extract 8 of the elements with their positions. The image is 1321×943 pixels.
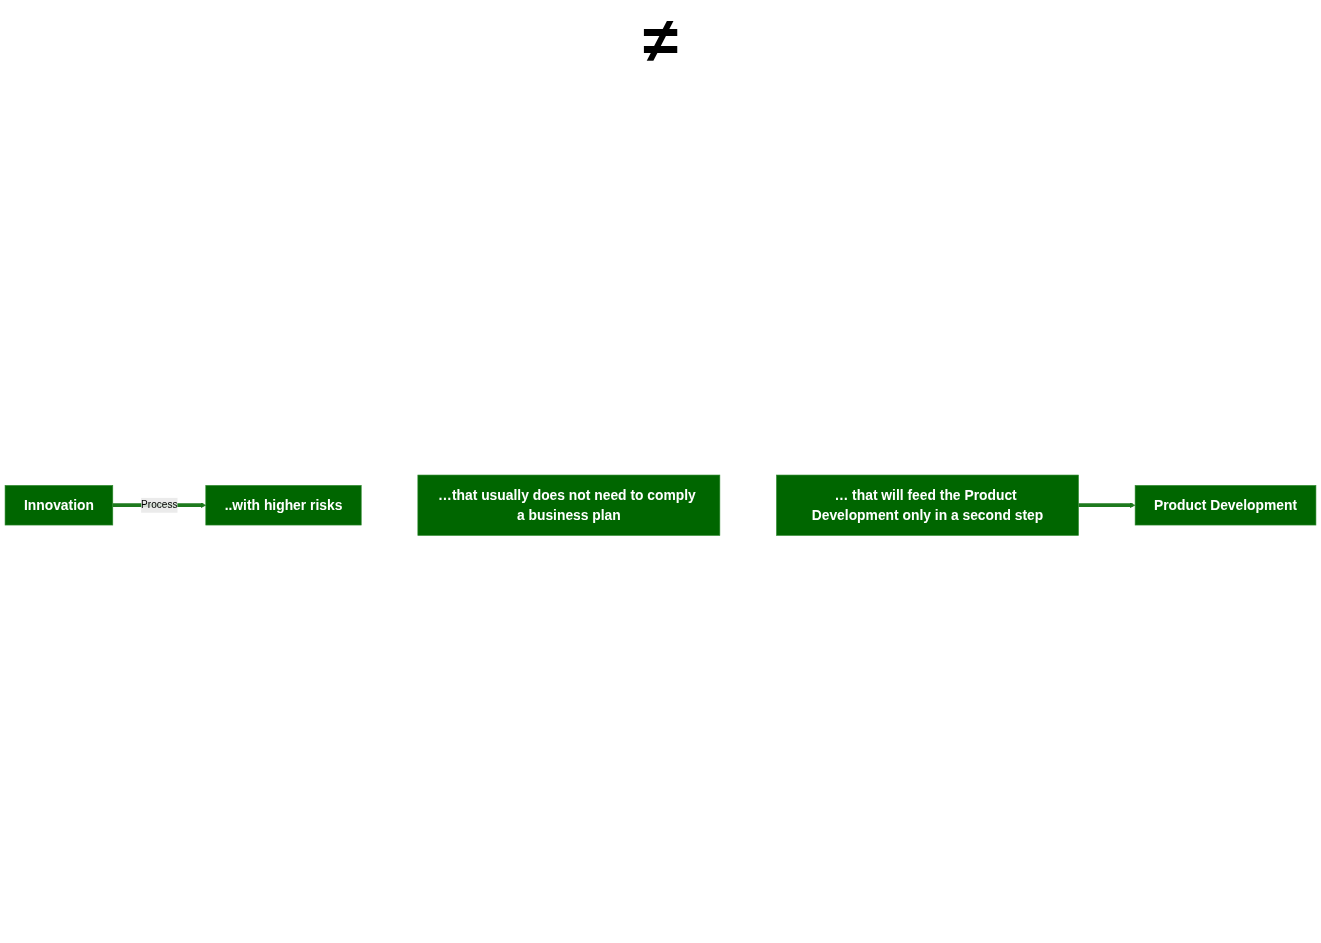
node-box: ..with higher risks [205,484,362,526]
not-equal-sign: ≠ [642,4,679,76]
arrow [1078,502,1136,508]
edge-label: Process [141,499,178,511]
node-box: Product Development [1134,484,1317,526]
node-box: … that will feed the Product Development only in a second step [776,474,1079,536]
node-box: …that usually does not need to comply a business plan [417,474,721,536]
node-box: Innovation [4,484,114,526]
